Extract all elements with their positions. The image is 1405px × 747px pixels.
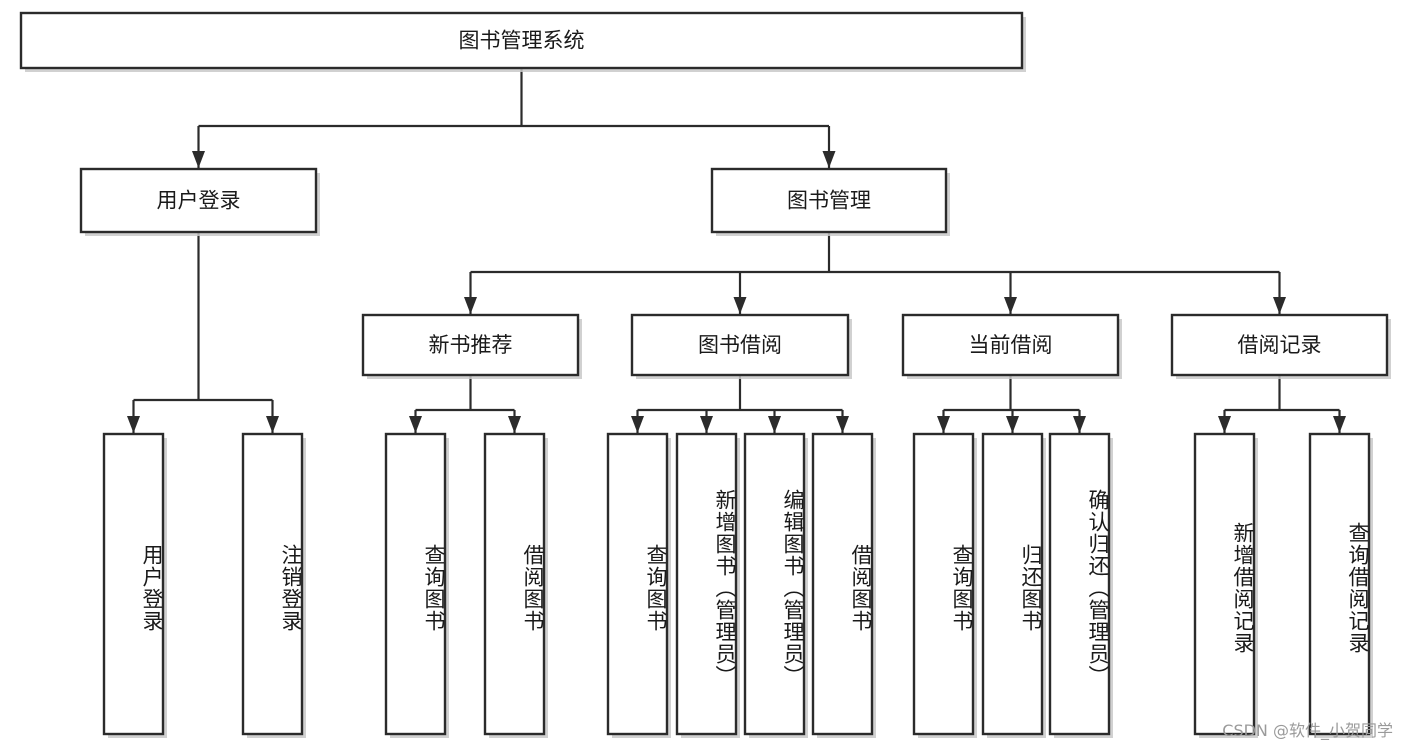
node-leaf-12[interactable] (1308, 432, 1371, 736)
node-root-0[interactable] (19, 11, 1024, 70)
arrow-head-icon (127, 416, 140, 433)
node-leaf-2[interactable] (384, 432, 447, 736)
connector-layer (127, 68, 1346, 433)
node-leaf-11[interactable] (1193, 432, 1256, 736)
arrow-head-icon (836, 416, 849, 433)
node-label-root-0: 图书管理系统 (459, 29, 585, 53)
arrow-head-icon (700, 416, 713, 433)
arrow-head-icon (266, 416, 279, 433)
arrow-head-icon (1004, 297, 1017, 314)
watermark-text: CSDN @软件_小贺同学 (1222, 721, 1393, 740)
node-level2-1[interactable] (710, 167, 948, 234)
arrow-head-icon (1218, 416, 1231, 433)
node-level2-0[interactable] (79, 167, 318, 234)
node-label-level3-0: 新书推荐 (429, 333, 513, 357)
arrow-head-icon (937, 416, 950, 433)
arrow-head-icon (1006, 416, 1019, 433)
node-leaf-4[interactable] (606, 432, 669, 736)
node-leaf-8[interactable] (912, 432, 975, 736)
node-leaf-7[interactable] (811, 432, 874, 736)
node-leaf-5[interactable] (675, 432, 738, 736)
node-leaf-6[interactable] (743, 432, 806, 736)
node-label-level2-1: 图书管理 (787, 189, 871, 213)
arrow-head-icon (464, 297, 477, 314)
arrow-head-icon (409, 416, 422, 433)
node-leaf-9[interactable] (981, 432, 1044, 736)
node-label-level3-1: 图书借阅 (698, 333, 782, 357)
node-leaf-1[interactable] (241, 432, 304, 736)
arrow-head-icon (768, 416, 781, 433)
node-level3-3[interactable] (1170, 313, 1389, 377)
arrow-head-icon (508, 416, 521, 433)
node-label-level3-2: 当前借阅 (969, 333, 1053, 357)
arrow-head-icon (822, 151, 836, 168)
node-level3-1[interactable] (630, 313, 850, 377)
node-leaf-3[interactable] (483, 432, 546, 736)
node-leaf-0[interactable] (102, 432, 165, 736)
arrow-head-icon (1073, 416, 1086, 433)
arrow-head-icon (631, 416, 644, 433)
node-label-level2-0: 用户登录 (157, 189, 241, 213)
node-leaf-10[interactable] (1048, 432, 1111, 736)
node-label-level3-3: 借阅记录 (1238, 333, 1322, 357)
arrow-head-icon (192, 151, 205, 168)
node-level3-2[interactable] (901, 313, 1120, 377)
arrow-head-icon (733, 297, 747, 314)
arrow-head-icon (1333, 416, 1346, 433)
arrow-head-icon (1273, 297, 1286, 314)
node-level3-0[interactable] (361, 313, 580, 377)
